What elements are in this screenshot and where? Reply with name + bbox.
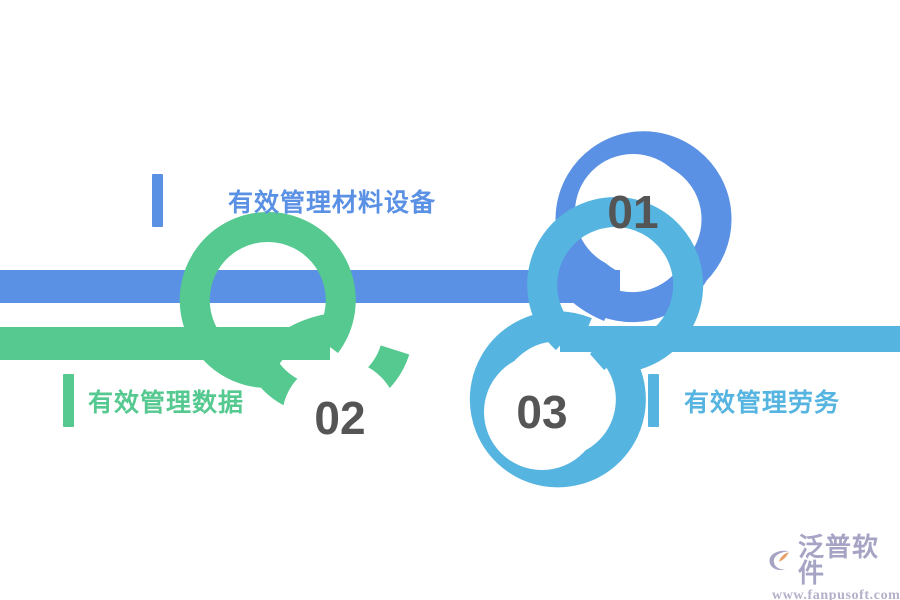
watermark-brand-name: 泛普软件 xyxy=(798,532,880,588)
step-01-label-group: 有效管理材料设备 xyxy=(152,174,436,227)
step-03-ring-tail xyxy=(590,326,630,370)
step-02-graphic xyxy=(0,212,410,476)
step-01-label-text: 有效管理材料设备 xyxy=(228,188,437,217)
step-02-ring-inner-hole xyxy=(282,360,398,476)
step-03-ring-inner-hole xyxy=(484,354,600,470)
fanpu-logo-icon xyxy=(769,550,789,571)
step-03-label-text: 有效管理劳务 xyxy=(684,388,841,417)
step-03-graphic xyxy=(469,197,900,488)
step-01-connector-line xyxy=(0,270,620,303)
step-03-label-group: 有效管理劳务 xyxy=(648,374,840,427)
watermark: 泛普软件 www.fanpusoft.com xyxy=(766,534,900,600)
step-02-accent-bar xyxy=(63,374,74,427)
step-02-label-text: 有效管理数据 xyxy=(88,388,245,417)
step-02-ring-tail xyxy=(260,314,330,370)
step-03-number: 03 xyxy=(516,386,568,438)
step-03-accent-bar xyxy=(648,374,659,427)
step-03-ring xyxy=(469,197,704,488)
step-01-number: 01 xyxy=(607,186,659,238)
step-01-accent-bar xyxy=(152,174,163,227)
step-02-connector-line xyxy=(0,327,330,360)
watermark-url: www.fanpusoft.com xyxy=(772,588,900,600)
step-02-label-group: 有效管理数据 xyxy=(63,374,244,427)
step-02-number: 02 xyxy=(314,392,366,444)
watermark-brand-row: 泛普软件 xyxy=(766,534,900,586)
